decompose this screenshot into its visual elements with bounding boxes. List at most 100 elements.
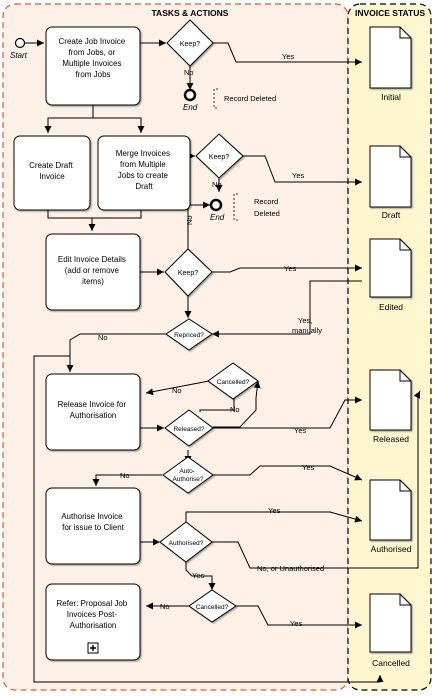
flow-label-no: No bbox=[230, 405, 240, 414]
flow-label-no: No bbox=[98, 333, 108, 342]
flow-label-yes: Yes bbox=[292, 171, 304, 180]
flow-label-yes-manually: Yes, bbox=[298, 316, 312, 325]
status-doc-draft: Draft bbox=[369, 145, 412, 220]
svg-text:Auto- Authorise?: Auto- Authorise? bbox=[172, 468, 203, 483]
task-merge-invoices: Merge Invoices from Multiple Jobs to cre… bbox=[97, 135, 191, 211]
status-label: Cancelled bbox=[372, 658, 410, 668]
task-line: Multiple Invoices bbox=[62, 59, 121, 68]
task-line: Edit Invoice Details bbox=[58, 255, 126, 264]
decision-label: Authorised? bbox=[169, 540, 204, 547]
connectors bbox=[25, 39, 421, 683]
status-documents: Initial Draft Edited Released Authorised… bbox=[369, 26, 412, 668]
flow-label-yes-manually: manually bbox=[292, 326, 322, 335]
decision-label: Cancelled? bbox=[196, 604, 229, 611]
svg-text:Record Deleted: Record Deleted bbox=[254, 197, 280, 218]
flow-label-yes: Yes bbox=[294, 426, 306, 435]
status-label: Initial bbox=[381, 92, 401, 102]
task-line: Create Draft bbox=[29, 161, 73, 170]
decision-label: Released? bbox=[173, 426, 204, 433]
decision-keep-1: Keep? bbox=[166, 19, 214, 67]
decision-label: Repriced? bbox=[174, 332, 204, 339]
status-doc-authorised: Authorised bbox=[369, 479, 412, 554]
task-line: from Jobs, or bbox=[69, 48, 116, 57]
decision-label: Keep? bbox=[180, 41, 200, 48]
task-line: Authorisation bbox=[70, 411, 117, 420]
flow-label-no-or-unauthorised: No, or Unauthorised bbox=[257, 564, 324, 573]
decision-keep-3: Keep? bbox=[164, 248, 213, 297]
end-nodes: End Record Deleted End Record Deleted bbox=[183, 88, 280, 222]
task-line: Create Job Invoice bbox=[59, 37, 126, 46]
decision-label: Keep? bbox=[209, 154, 229, 161]
decision-keep-2: Keep? bbox=[195, 133, 244, 179]
flow-label-no: No bbox=[184, 68, 194, 77]
end-label: End bbox=[210, 213, 225, 222]
expand-subprocess-icon[interactable] bbox=[87, 642, 99, 654]
flow-label-yes: Yes bbox=[302, 463, 314, 472]
svg-text:Yes, manually: Yes, manually bbox=[292, 316, 322, 335]
task-line: Merge Invoices bbox=[116, 149, 170, 158]
flow-label-no: No bbox=[212, 180, 222, 189]
decision-label: Cancelled? bbox=[217, 379, 250, 386]
flow-labels: Yes No Yes No No Yes Yes, manually No No… bbox=[98, 52, 324, 628]
decision-label: Auto- bbox=[179, 468, 195, 475]
end-node-2: End Record Deleted bbox=[209, 193, 280, 222]
decision-released: Released? bbox=[164, 409, 214, 447]
tasks-lane-title: TASKS & ACTIONS bbox=[152, 8, 229, 18]
status-label: Released bbox=[373, 434, 409, 444]
status-doc-edited: Edited bbox=[369, 238, 412, 312]
task-line: Refer: Proposal Job bbox=[57, 599, 128, 608]
task-line: Jobs to create bbox=[118, 171, 169, 180]
flow-label-yes: Yes bbox=[192, 571, 204, 580]
decision-cancelled-1: Cancelled? bbox=[207, 362, 259, 400]
svg-text:Create Draft Invoice: Create Draft Invoice bbox=[29, 161, 75, 181]
task-refer-proposal: Refer: Proposal Job Invoices Post- Autho… bbox=[45, 583, 141, 661]
status-label: Edited bbox=[379, 302, 403, 312]
end-note: Deleted bbox=[254, 209, 280, 218]
decision-authorised: Authorised? bbox=[159, 521, 213, 563]
start-node: Start bbox=[10, 37, 28, 60]
flow-label-yes: Yes bbox=[282, 52, 294, 61]
decision-label: Keep? bbox=[178, 270, 198, 277]
status-label: Authorised bbox=[371, 544, 412, 554]
task-line: from Jobs bbox=[75, 70, 110, 79]
flow-label-no: No bbox=[185, 215, 194, 225]
flow-label-no: No bbox=[160, 602, 170, 611]
task-edit-invoice: Edit Invoice Details (add or remove item… bbox=[45, 233, 141, 311]
decision-cancelled-2: Cancelled? bbox=[188, 589, 237, 623]
end-note: Record Deleted bbox=[224, 94, 276, 103]
svg-text:Create Job Invoice fro: Create Job Invoice from Jobs, or Multipl… bbox=[59, 37, 128, 79]
status-lane-title: INVOICE STATUS bbox=[355, 8, 425, 18]
task-line: Authorise Invoice bbox=[61, 512, 123, 521]
decision-auto-authorise: Auto- Authorise? bbox=[162, 456, 214, 494]
task-create-draft: Create Draft Invoice bbox=[13, 135, 91, 211]
task-line: Invoice bbox=[39, 172, 65, 181]
status-doc-cancelled: Cancelled bbox=[369, 593, 412, 668]
end-note: Record bbox=[254, 197, 278, 206]
task-create-job-invoice: Create Job Invoice from Jobs, or Multipl… bbox=[45, 26, 141, 106]
task-line: Authorisation bbox=[70, 621, 117, 630]
status-doc-initial: Initial bbox=[369, 26, 412, 102]
task-authorise-invoice: Authorise Invoice for issue to Client bbox=[45, 487, 141, 565]
status-lane bbox=[347, 3, 432, 691]
end-node-1: End Record Deleted bbox=[183, 88, 276, 112]
svg-text:Refer: Proposal Job In: Refer: Proposal Job Invoices Post- Autho… bbox=[57, 599, 130, 630]
flow-label-no: No bbox=[120, 471, 130, 480]
task-line: items) bbox=[82, 277, 104, 286]
svg-text:Merge Invoices from Mu: Merge Invoices from Multiple Jobs to cre… bbox=[116, 149, 172, 191]
flow-label-yes: Yes bbox=[268, 506, 280, 515]
end-label: End bbox=[183, 103, 198, 112]
start-label: Start bbox=[10, 51, 28, 60]
flow-label-no: No bbox=[172, 386, 182, 395]
task-line: Release Invoice for bbox=[58, 400, 127, 409]
svg-text:Release Invoice for Au: Release Invoice for Authorisation bbox=[58, 400, 129, 420]
task-line: from Multiple bbox=[120, 160, 166, 169]
task-line: Invoices Post- bbox=[67, 610, 118, 619]
status-label: Draft bbox=[382, 210, 401, 220]
task-line: Draft bbox=[135, 182, 153, 191]
flow-label-yes: Yes bbox=[290, 619, 302, 628]
status-doc-released: Released bbox=[369, 369, 412, 444]
task-release-invoice: Release Invoice for Authorisation bbox=[45, 373, 141, 451]
task-boxes: Create Job Invoice from Jobs, or Multipl… bbox=[13, 26, 191, 661]
task-line: (add or remove bbox=[65, 266, 120, 275]
